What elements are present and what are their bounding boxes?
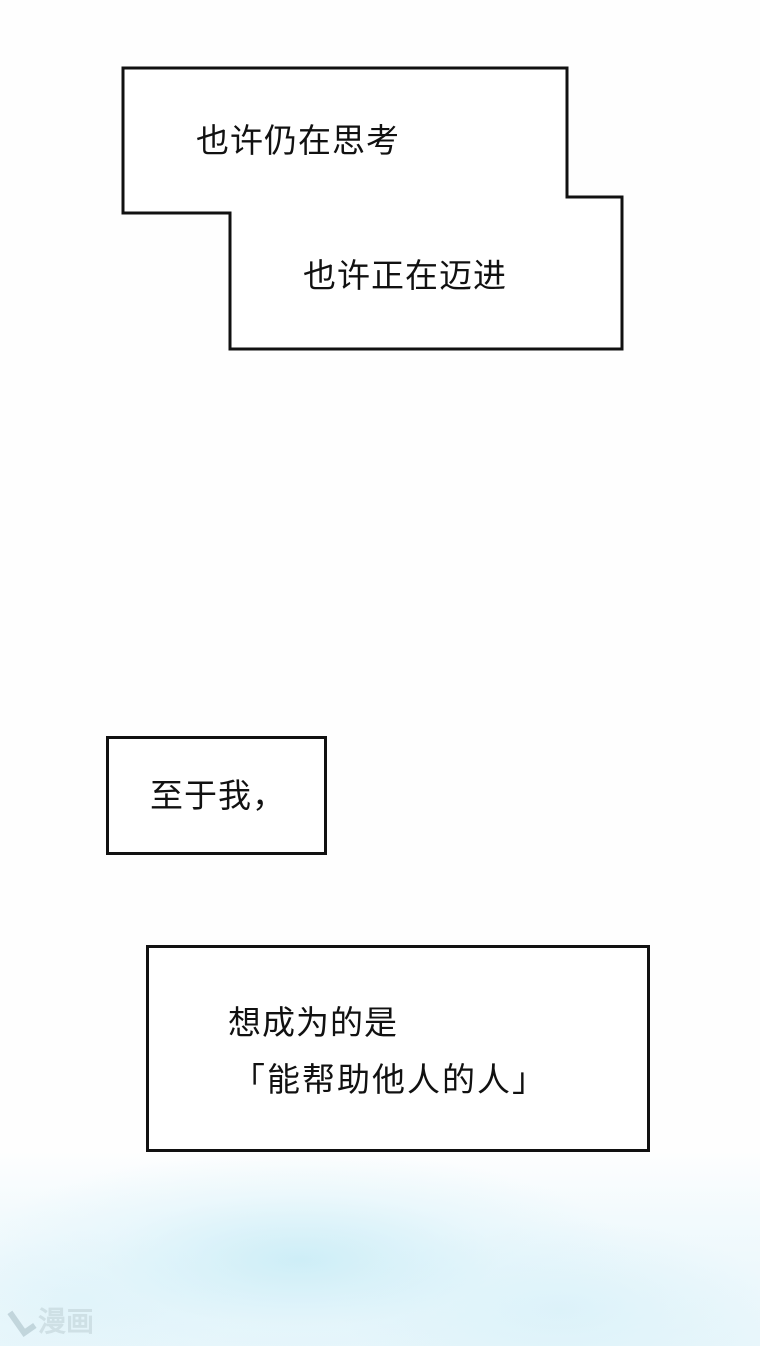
caption-line: 也许正在迈进 xyxy=(303,256,507,295)
caption-line: 也许仍在思考 xyxy=(196,121,400,160)
watermark-text: 漫画 xyxy=(38,1305,95,1338)
caption-box: 至于我， xyxy=(106,736,327,855)
caption-box-stepped xyxy=(121,66,624,351)
watermark: 漫画 xyxy=(8,1300,94,1340)
caption-line: 至于我， xyxy=(150,776,286,815)
caption-line: 「能帮助他人的人」 xyxy=(232,1060,547,1099)
caption-line: 想成为的是 xyxy=(228,1003,398,1042)
caption-box: 想成为的是 「能帮助他人的人」 xyxy=(146,945,650,1152)
sky-background xyxy=(0,1150,760,1346)
checkmark-logo-icon xyxy=(8,1303,34,1337)
